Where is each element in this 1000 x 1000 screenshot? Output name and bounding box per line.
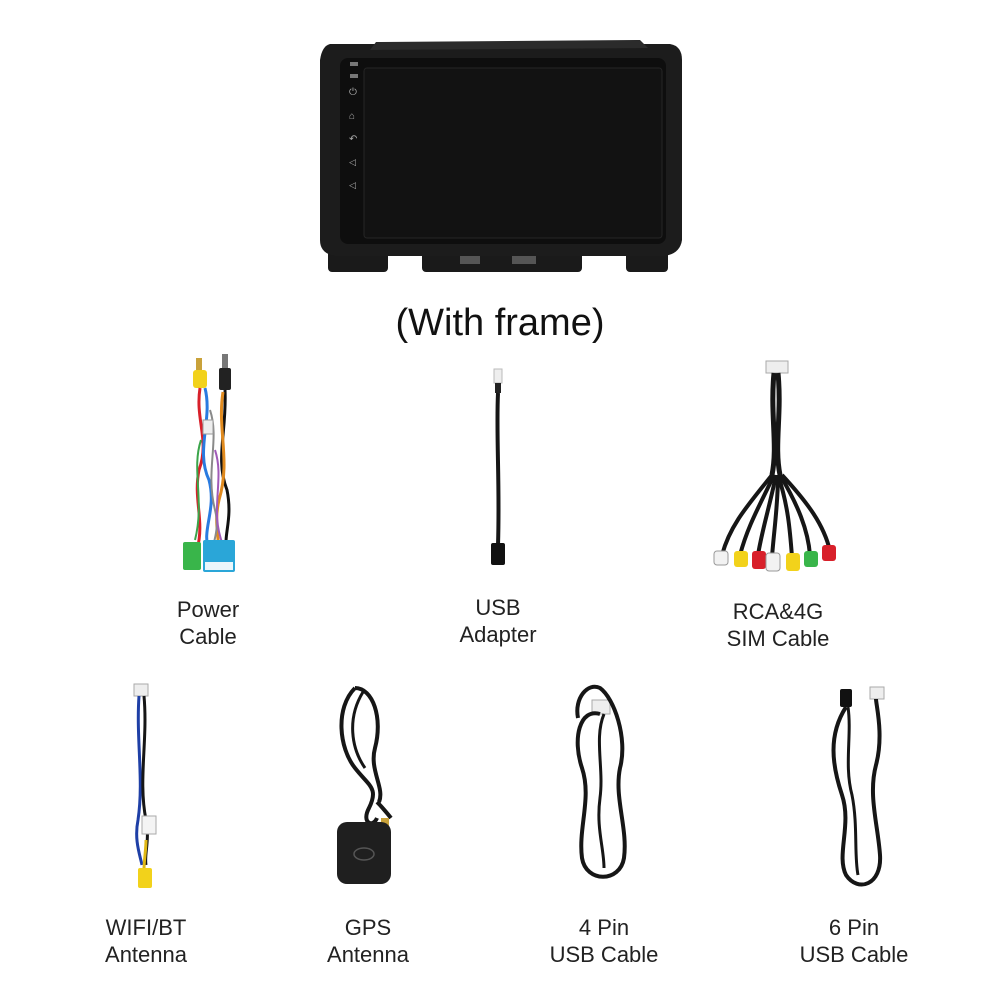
power-cable-image [183,354,235,572]
6-pin-usb-cable-label: 6 Pin USB Cable [799,915,909,967]
wifi-bt-antenna-image [133,683,157,888]
main-unit-caption: (With frame) [395,302,605,344]
rca-4g-sim-cable-image [713,360,836,572]
power-icon[interactable]: ⏻ [349,87,357,98]
head-unit-with-frame-image [320,40,682,272]
volume-down-icon[interactable]: ◁ [349,157,356,167]
gps-antenna-label: GPS Antenna [327,915,409,967]
6-pin-usb-cable-image [831,686,885,887]
usb-adapter-image [491,368,505,565]
4-pin-usb-cable-image [575,684,627,879]
usb-adapter-label: USB Adapter [459,595,537,647]
4-pin-usb-cable-label: 4 Pin USB Cable [549,915,659,967]
back-icon[interactable]: ↶ [349,134,358,145]
wifi-bt-antenna-label: WIFI/BT Antenna [105,915,187,967]
power-cable-label: Power Cable [176,597,240,649]
rca-4g-sim-cable-label: RCA&4G SIM Cable [726,599,830,651]
home-icon[interactable]: ⌂ [349,111,356,122]
volume-up-icon[interactable]: ◁ [349,180,356,190]
reset-label-icon [350,74,358,78]
mic-label-icon [350,62,358,66]
gps-antenna-image [337,686,393,884]
